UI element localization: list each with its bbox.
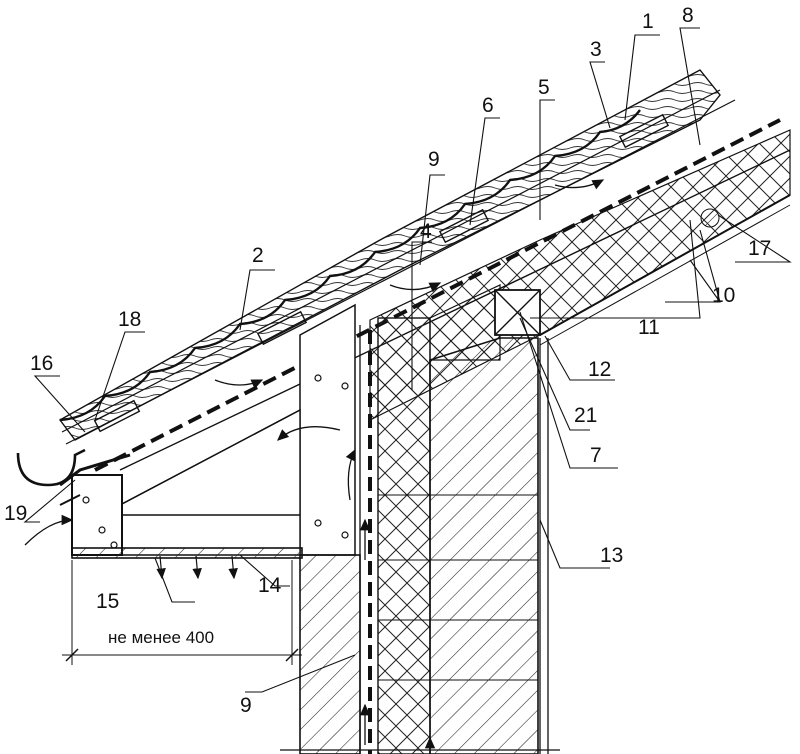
callout-6: 6 — [482, 94, 494, 117]
bearing-wall — [429, 337, 539, 754]
leader-lines — [23, 27, 792, 693]
callout-21: 21 — [574, 404, 597, 427]
wind-membrane — [94, 118, 781, 472]
callout-12: 12 — [588, 358, 611, 381]
ceiling-lining-12 — [539, 194, 791, 336]
batten-2 — [256, 310, 308, 346]
dimension-400: не менее 400 — [62, 560, 302, 665]
facing-layer — [299, 554, 361, 754]
batten-6 — [438, 208, 490, 244]
callout-9-bottom: 9 — [240, 694, 252, 717]
ceiling-lining-12b — [539, 204, 791, 346]
detail-17 — [700, 208, 720, 228]
dimension-label: не менее 400 — [108, 628, 214, 647]
callout-10: 10 — [712, 284, 735, 307]
callout-2: 2 — [252, 244, 264, 267]
callout-4: 4 — [420, 220, 432, 243]
callout-7: 7 — [590, 444, 602, 467]
roof-tiles — [59, 89, 736, 445]
batten-18 — [93, 399, 141, 433]
callout-16: 16 — [30, 352, 53, 375]
vent-arrow-roof-1 — [214, 379, 264, 390]
callout-11: 11 — [638, 316, 660, 339]
batten-3 — [618, 113, 670, 149]
callout-13: 13 — [600, 544, 623, 567]
callout-3: 3 — [590, 38, 602, 61]
wall-insulation — [377, 317, 431, 754]
callout-labels: 1 8 3 5 6 9 4 2 18 16 19 17 10 11 12 21 … — [4, 4, 771, 717]
vent-arrow-roof-2 — [389, 282, 442, 293]
callout-9-top: 9 — [428, 148, 440, 171]
callout-1: 1 — [642, 10, 654, 33]
callout-18: 18 — [118, 308, 141, 331]
callout-19: 19 — [4, 502, 27, 525]
callout-8: 8 — [682, 4, 694, 27]
callout-5: 5 — [538, 76, 550, 99]
callout-14: 14 — [258, 574, 282, 597]
callout-15: 15 — [96, 590, 119, 613]
eave-truss — [16, 303, 356, 580]
vent-arrow-roof-3 — [554, 179, 605, 190]
wall-structure — [280, 284, 560, 754]
callout-17: 17 — [748, 237, 771, 260]
